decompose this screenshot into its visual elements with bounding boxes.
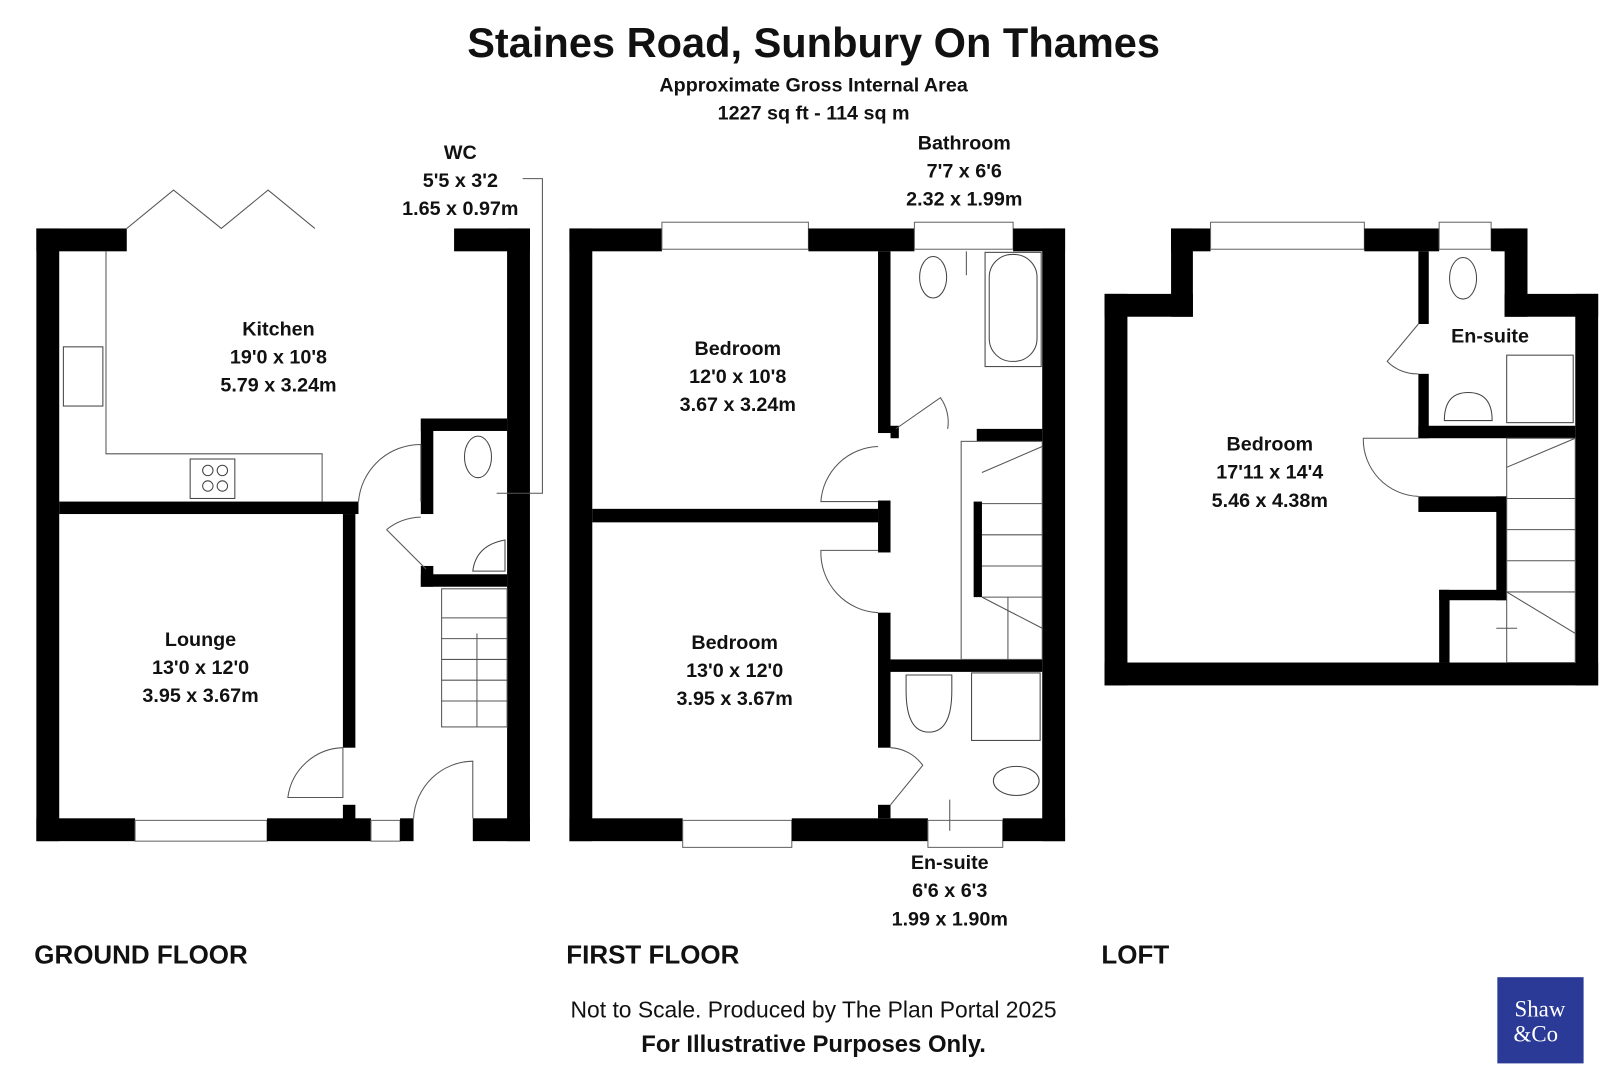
shaw-and-co-logo: Shaw &Co: [1497, 977, 1584, 1064]
ensuite-name: En-suite: [911, 852, 989, 874]
window-icon: [134, 819, 268, 842]
stairs-icon: [441, 588, 508, 728]
bedroom-1-imperial: 12'0 x 10'8: [689, 366, 786, 388]
hob-icon: [189, 458, 236, 499]
toilet-icon: [992, 765, 1040, 796]
lounge-imperial: 13'0 x 12'0: [152, 657, 249, 679]
stairs-icon: [1496, 437, 1576, 664]
kitchen-name: Kitchen: [242, 318, 314, 340]
bedroom-2-name: Bedroom: [691, 632, 778, 654]
ensuite-imperial: 6'6 x 6'3: [912, 880, 987, 902]
basin-icon: [1443, 392, 1493, 422]
bedroom-1-metric: 3.67 x 3.24m: [680, 394, 796, 416]
loft-bedroom-imperial: 17'11 x 14'4: [1216, 462, 1323, 484]
area-label: Approximate Gross Internal Area: [659, 74, 968, 96]
shower-icon: [1506, 354, 1574, 424]
plan-title: Staines Road, Sunbury On Thames: [467, 19, 1160, 66]
bedroom-2-metric: 3.95 x 3.67m: [677, 688, 793, 710]
ground-floor-plan: Kitchen 19'0 x 10'8 5.79 x 3.24m Lounge …: [34, 142, 543, 970]
basin-icon: [472, 539, 506, 572]
basin-icon: [905, 674, 953, 733]
toilet-icon: [463, 435, 493, 479]
bifold-door-icon: [126, 189, 316, 230]
door-icon: [895, 397, 949, 430]
bathroom-name: Bathroom: [918, 133, 1011, 155]
loft-plan: Bedroom 17'11 x 14'4 5.46 x 4.38m En-sui…: [1101, 221, 1599, 970]
ground-floor-label: GROUND FLOOR: [34, 940, 248, 970]
kitchen-imperial: 19'0 x 10'8: [230, 346, 327, 368]
toilet-icon: [1449, 257, 1478, 300]
area-value: 1227 sq ft - 114 sq m: [718, 102, 910, 124]
svg-text:Shaw: Shaw: [1515, 997, 1566, 1022]
wc-imperial: 5'5 x 3'2: [423, 170, 498, 192]
loft-label: LOFT: [1101, 940, 1169, 970]
toilet-icon: [919, 255, 948, 299]
scale-note: Not to Scale. Produced by The Plan Porta…: [571, 997, 1057, 1023]
shower-icon: [971, 672, 1041, 741]
kitchen-metric: 5.79 x 3.24m: [220, 375, 336, 397]
first-floor-plan: Bedroom 12'0 x 10'8 3.67 x 3.24m Bedroom…: [566, 133, 1066, 970]
lounge-metric: 3.95 x 3.67m: [142, 685, 258, 707]
lounge-name: Lounge: [165, 629, 236, 651]
door-icon: [1386, 323, 1419, 375]
wc-metric: 1.65 x 0.97m: [402, 198, 518, 220]
ensuite-metric: 1.99 x 1.90m: [892, 908, 1008, 930]
door-icon: [357, 443, 422, 502]
bathroom-metric: 2.32 x 1.99m: [906, 189, 1022, 211]
stairs-icon: [960, 440, 1043, 660]
svg-text:&Co: &Co: [1514, 1022, 1558, 1047]
loft-bedroom-name: Bedroom: [1226, 434, 1313, 456]
wc-leader-line: [496, 178, 543, 494]
sink-icon: [62, 346, 104, 407]
loft-ensuite-name: En-suite: [1451, 326, 1529, 348]
bedroom-2-imperial: 13'0 x 12'0: [686, 660, 783, 682]
loft-bedroom-metric: 5.46 x 4.38m: [1212, 490, 1328, 512]
bathroom-imperial: 7'7 x 6'6: [927, 161, 1002, 183]
disclaimer: For Illustrative Purposes Only.: [641, 1031, 986, 1058]
wc-name: WC: [444, 142, 477, 164]
bedroom-1-name: Bedroom: [694, 338, 781, 360]
first-floor-label: FIRST FLOOR: [566, 940, 739, 970]
